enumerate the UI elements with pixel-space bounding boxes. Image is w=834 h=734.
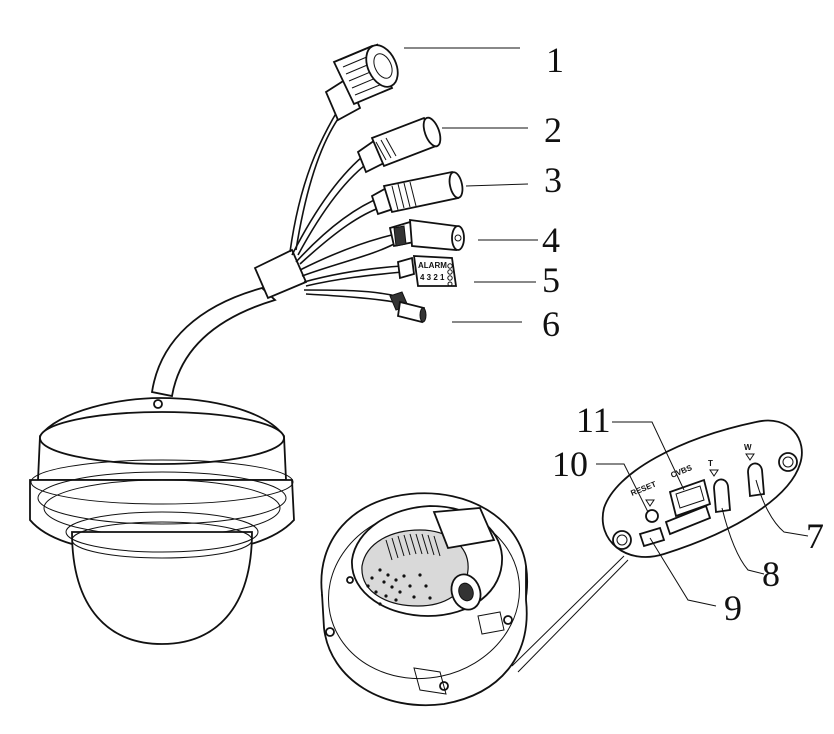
- callout-8: 8: [762, 554, 780, 594]
- callout-9: 9: [724, 588, 742, 628]
- callout-11: 11: [576, 400, 611, 440]
- rj45-network-connector: [324, 43, 399, 122]
- callout-2: 2: [544, 110, 562, 150]
- callout-6: 6: [542, 304, 560, 344]
- led-t-mark: T: [708, 459, 713, 468]
- callout-10: 10: [552, 444, 588, 484]
- callout-4: 4: [542, 220, 560, 260]
- power-connector: [356, 116, 442, 174]
- rear-panel-inset: RESET CVBS T W: [511, 419, 803, 673]
- alarm-pins-label: 4 3 2 1: [420, 273, 445, 282]
- alarm-label: ALARM: [418, 261, 447, 270]
- alarm-terminal-block: ALARM 4 3 2 1: [397, 255, 458, 287]
- callout-1: 1: [546, 40, 564, 80]
- cable-end-connector: [389, 291, 427, 324]
- callout-7: 7: [806, 516, 824, 556]
- callout-lines: [404, 47, 809, 607]
- callout-numbers: 1 2 3 4 5 6 7 8 9 10 11: [542, 40, 824, 628]
- led-w-mark: W: [744, 443, 752, 452]
- dome-base-open-view: [320, 492, 528, 707]
- callout-5: 5: [542, 260, 560, 300]
- bnc-video-connector: [388, 218, 465, 251]
- dome-camera-front-view: [29, 397, 295, 645]
- callout-3: 3: [544, 160, 562, 200]
- cable-bundle: [150, 109, 403, 398]
- audio-connector: [370, 170, 464, 216]
